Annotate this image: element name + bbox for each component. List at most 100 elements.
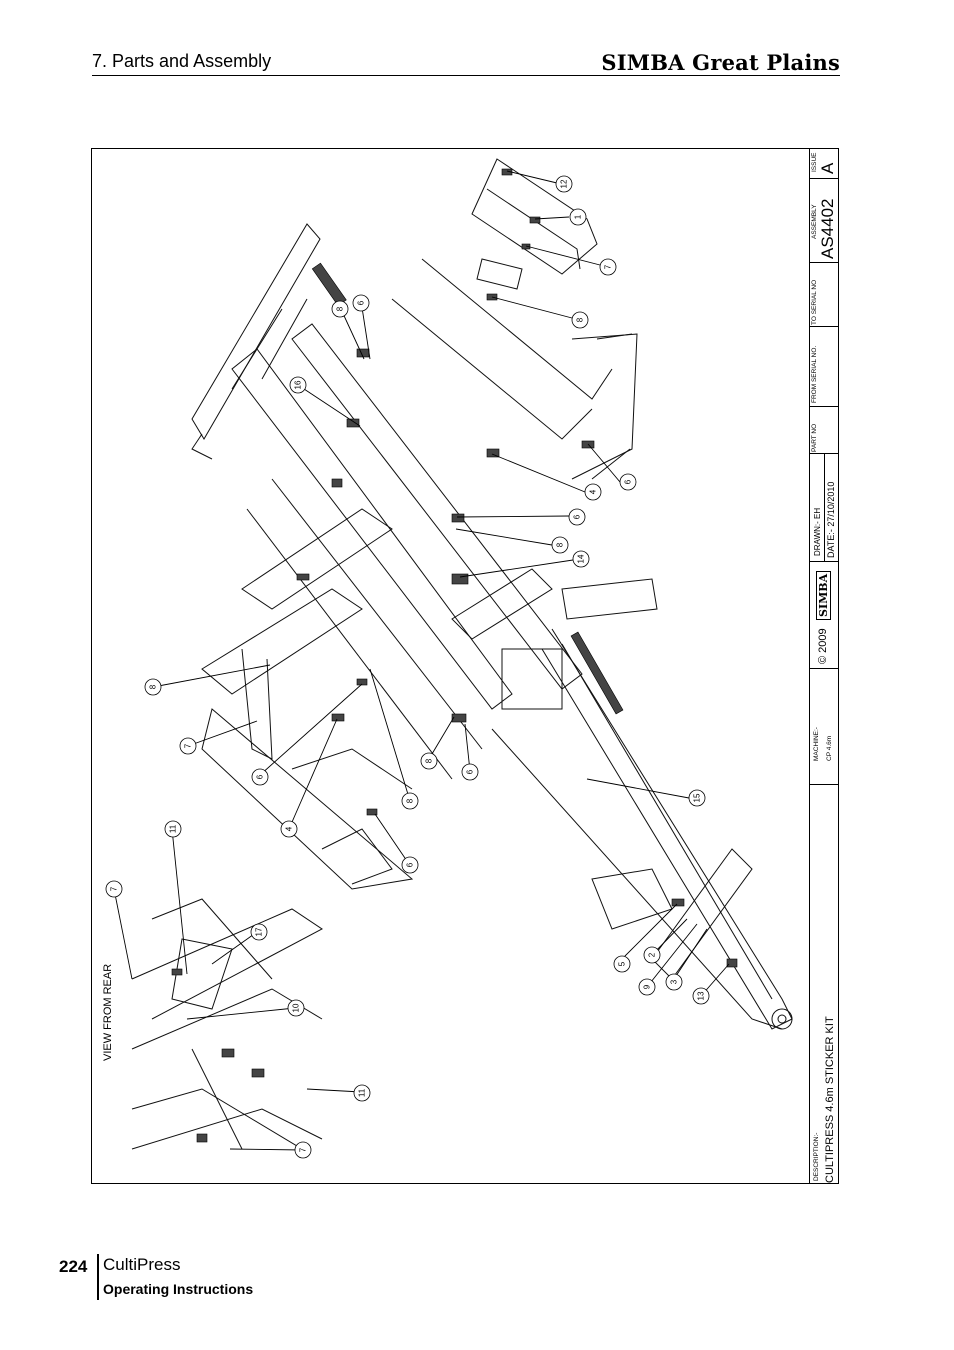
svg-text:7: 7 [299, 1147, 308, 1152]
callout-5: 5 [613, 955, 631, 973]
tb-assembly-value: AS4402 [818, 198, 837, 260]
callout-10: 10 [287, 999, 305, 1017]
tb-description: CULTIPRESS 4.6m STICKER KIT [824, 1016, 836, 1183]
svg-text:7: 7 [604, 264, 613, 269]
svg-text:8: 8 [336, 306, 345, 311]
callout-11: 11 [353, 1084, 371, 1102]
svg-text:6: 6 [573, 514, 582, 519]
tb-simba-logo: SIMBA [816, 570, 831, 620]
drawing-frame [91, 148, 839, 1184]
brand-logo: SIMBA Great Plains [601, 50, 840, 75]
page-number: 224 [59, 1257, 88, 1276]
callout-15: 15 [688, 789, 706, 807]
manual-subtitle: Operating Instructions [103, 1281, 254, 1297]
tb-from-serial-cell: FROM SERIAL NO. [810, 326, 839, 406]
callout-6: 6 [401, 856, 419, 874]
tb-drawn-divider [824, 454, 825, 562]
sticker-patches [171, 168, 738, 1143]
svg-text:8: 8 [149, 684, 158, 689]
svg-text:8: 8 [406, 798, 415, 803]
sticker-kit-drawing: VIEW FROM REAR 12 1 [102, 158, 793, 1159]
callout-8: 8 [551, 536, 569, 554]
callout-8: 8 [144, 678, 162, 696]
callout-14: 14 [572, 550, 590, 568]
svg-text:15: 15 [693, 793, 702, 802]
tb-to-serial-cell: TO SERIAL NO [810, 262, 839, 326]
tb-copyright: © 2009 [817, 628, 829, 664]
svg-text:10: 10 [292, 1003, 301, 1012]
title-block-divider [809, 148, 810, 1184]
machine-frame-linework [131, 158, 793, 1150]
callout-8: 8 [420, 752, 438, 770]
svg-text:11: 11 [169, 824, 178, 833]
svg-text:17: 17 [255, 927, 264, 936]
tb-issue-cell: ISSUE A [810, 148, 839, 178]
tb-to-serial-caption: TO SERIAL NO [811, 279, 818, 325]
tb-machine-value: CP 4.6m [826, 735, 833, 761]
tb-part-no-caption: PART NO [811, 423, 818, 452]
callout-11: 11 [164, 820, 182, 838]
header-rule [92, 75, 840, 76]
callout-7: 7 [105, 880, 123, 898]
tb-assembly-cell: ASSEMBLY AS4402 [810, 178, 839, 262]
callout-8: 8 [331, 300, 349, 318]
callout-6: 6 [352, 294, 370, 312]
svg-text:6: 6 [466, 769, 475, 774]
footer-bar [97, 1254, 99, 1300]
svg-text:6: 6 [406, 862, 415, 867]
callout-6: 6 [619, 473, 637, 491]
tb-part-no-cell: PART NO [810, 406, 839, 453]
svg-text:6: 6 [357, 300, 366, 305]
svg-text:8: 8 [556, 542, 565, 547]
tb-description-cell: DESCRIPTION:- CULTIPRESS 4.6m STICKER KI… [810, 784, 839, 1184]
tb-drawn-date-cell: DRAWN:- EH DATE:- 27/10/2010 [810, 453, 839, 562]
manual-title: CultiPress [103, 1255, 181, 1274]
callout-12: 12 [555, 175, 573, 193]
callout-4: 4 [584, 483, 602, 501]
svg-text:16: 16 [294, 380, 303, 389]
svg-text:12: 12 [560, 179, 569, 188]
svg-text:8: 8 [576, 317, 585, 322]
callout-3: 3 [665, 973, 683, 991]
callout-8: 8 [571, 311, 589, 329]
svg-text:1: 1 [574, 214, 583, 219]
tb-issue-value: A [818, 162, 837, 174]
svg-text:7: 7 [184, 743, 193, 748]
view-from-rear-label: VIEW FROM REAR [102, 964, 114, 1061]
callout-7: 7 [294, 1141, 312, 1159]
tb-drawn: DRAWN:- EH [813, 507, 822, 556]
tb-date: DATE:- 27/10/2010 [826, 481, 836, 558]
callout-2: 2 [643, 946, 661, 964]
svg-text:13: 13 [697, 991, 706, 1000]
svg-text:8: 8 [425, 758, 434, 763]
svg-text:5: 5 [618, 961, 627, 966]
callout-17: 17 [250, 923, 268, 941]
tb-machine-caption: MACHINE:- [813, 727, 820, 761]
tb-from-serial-caption: FROM SERIAL NO. [811, 345, 818, 403]
svg-text:9: 9 [643, 984, 652, 989]
svg-text:6: 6 [256, 774, 265, 779]
svg-text:3: 3 [670, 979, 679, 984]
callout-6: 6 [568, 508, 586, 526]
callout-leaders [113, 170, 730, 1151]
tb-logo-cell: © 2009 SIMBA [810, 561, 839, 668]
tb-assembly-caption: ASSEMBLY [811, 204, 818, 239]
tb-machine-cell: MACHINE:- CP 4.6m [810, 668, 839, 784]
callout-4: 4 [280, 820, 298, 838]
section-title: 7. Parts and Assembly [92, 51, 272, 71]
svg-text:6: 6 [624, 479, 633, 484]
svg-text:7: 7 [110, 886, 119, 891]
svg-text:11: 11 [358, 1088, 367, 1097]
callout-1: 1 [569, 208, 587, 226]
callout-8: 8 [401, 792, 419, 810]
callout-6: 6 [461, 763, 479, 781]
title-block: ISSUE A ASSEMBLY AS4402 TO SERIAL NO FRO… [810, 148, 839, 1184]
tb-description-caption: DESCRIPTION:- [813, 1132, 820, 1181]
svg-text:14: 14 [577, 554, 586, 563]
svg-text:4: 4 [589, 489, 598, 494]
svg-text:2: 2 [648, 952, 657, 957]
callout-7: 7 [599, 258, 617, 276]
callout-13: 13 [692, 987, 710, 1005]
callout-9: 9 [638, 978, 656, 996]
callout-7: 7 [179, 737, 197, 755]
